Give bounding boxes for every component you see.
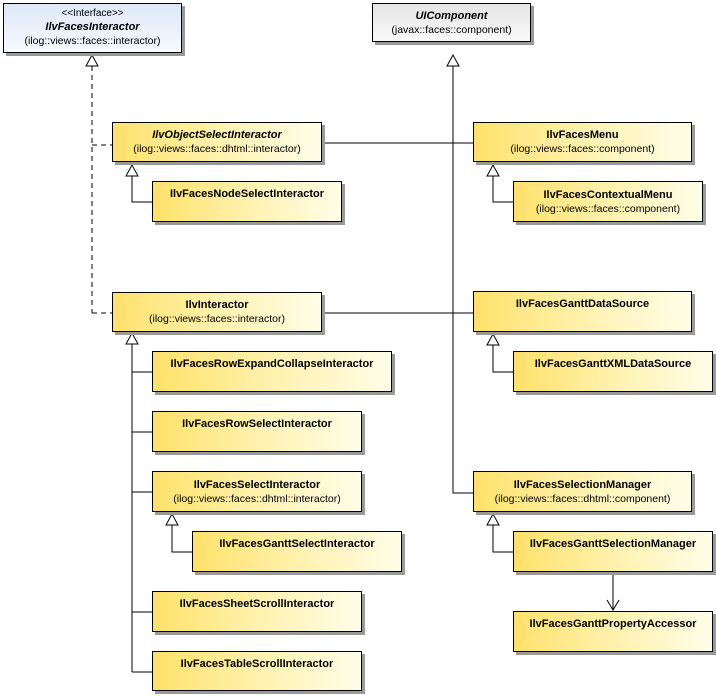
generalization-arrowhead xyxy=(486,332,500,346)
class-ilv-faces-select-interactor[interactable]: IlvFacesSelectInteractor (ilog::views::f… xyxy=(152,471,362,512)
class-ilv-faces-gantt-xml-data-source[interactable]: IlvFacesGanttXMLDataSource xyxy=(513,351,713,392)
class-name: IlvFacesMenu xyxy=(546,129,619,141)
realization-arrowhead xyxy=(85,53,99,67)
class-name: IlvFacesRowExpandCollapseInteractor xyxy=(170,358,374,370)
class-package: (ilog::views::faces::component) xyxy=(510,143,655,155)
class-ilv-faces-node-select-interactor[interactable]: IlvFacesNodeSelectInteractor xyxy=(152,181,342,222)
class-name: IlvFacesGanttPropertyAccessor xyxy=(529,618,697,630)
class-ilv-faces-sheet-scroll-interactor[interactable]: IlvFacesSheetScrollInteractor xyxy=(152,591,362,632)
class-name: IlvFacesGanttSelectionManager xyxy=(529,538,697,550)
class-ilv-faces-row-expand-collapse-interactor[interactable]: IlvFacesRowExpandCollapseInteractor xyxy=(152,351,392,392)
generalization-arrowhead xyxy=(165,512,179,526)
class-ilv-faces-gantt-property-accessor[interactable]: IlvFacesGanttPropertyAccessor xyxy=(513,611,713,652)
generalization-line xyxy=(492,525,513,553)
class-name: IlvFacesNodeSelectInteractor xyxy=(169,188,325,200)
class-package: (ilog::views::faces::dhtml::interactor) xyxy=(133,143,301,155)
class-package: (ilog::views::faces::component) xyxy=(535,202,681,215)
class-package: (ilog::views::faces::dhtml::interactor) xyxy=(173,492,341,505)
class-ilv-interactor[interactable]: IlvInteractor (ilog::views::faces::inter… xyxy=(112,292,322,332)
interface-stereotype: <<Interface>> xyxy=(61,8,124,19)
generalization-line-interactor xyxy=(131,344,152,673)
class-package: (javax::faces::component) xyxy=(391,23,512,36)
class-name: IlvFacesSelectionManager xyxy=(513,478,652,491)
class-package: (ilog::views::faces::interactor) xyxy=(24,35,161,47)
generalization-line xyxy=(492,176,513,203)
generalization-arrowhead xyxy=(486,512,500,526)
generalization-arrowhead xyxy=(125,163,139,177)
class-ilv-faces-contextual-menu[interactable]: IlvFacesContextualMenu (ilog::views::fac… xyxy=(513,181,703,222)
dependency-arrowhead xyxy=(606,599,620,611)
generalization-arrowhead xyxy=(486,163,500,177)
class-name: IlvFacesContextualMenu xyxy=(543,188,673,201)
generalization-line-uicomponent xyxy=(452,66,473,494)
class-name: IlvFacesTableScrollInteractor xyxy=(180,658,334,670)
class-name: IlvInteractor xyxy=(185,299,249,311)
class-ilv-faces-interactor[interactable]: <<Interface>> IlvFacesInteractor (ilog::… xyxy=(3,3,182,53)
class-package: (ilog::views::faces::dhtml::component) xyxy=(494,492,671,505)
class-name: IlvFacesSelectInteractor xyxy=(193,478,321,491)
generalization-line xyxy=(171,525,192,553)
class-name: IlvFacesGanttDataSource xyxy=(515,298,650,310)
class-name: IlvFacesGanttSelectInteractor xyxy=(219,538,375,550)
class-ilv-faces-gantt-select-interactor[interactable]: IlvFacesGanttSelectInteractor xyxy=(192,531,402,572)
class-name: IlvFacesRowSelectInteractor xyxy=(182,418,332,430)
class-ilv-faces-menu[interactable]: IlvFacesMenu (ilog::views::faces::compon… xyxy=(473,122,692,162)
class-name: IlvFacesGanttXMLDataSource xyxy=(534,358,692,370)
generalization-arrowhead xyxy=(125,331,139,345)
class-ilv-faces-row-select-interactor[interactable]: IlvFacesRowSelectInteractor xyxy=(152,411,362,452)
class-name: IlvFacesSheetScrollInteractor xyxy=(179,598,335,610)
class-ui-component[interactable]: UIComponent (javax::faces::component) xyxy=(372,3,531,42)
class-name: IlvFacesInteractor xyxy=(45,21,140,33)
realization-line xyxy=(91,66,112,314)
class-ilv-faces-table-scroll-interactor[interactable]: IlvFacesTableScrollInteractor xyxy=(152,651,362,691)
class-ilv-faces-selection-manager[interactable]: IlvFacesSelectionManager (ilog::views::f… xyxy=(473,471,692,512)
generalization-line xyxy=(492,345,513,373)
generalization-line xyxy=(131,176,152,203)
class-ilv-object-select-interactor[interactable]: IlvObjectSelectInteractor (ilog::views::… xyxy=(112,122,322,162)
class-ilv-faces-gantt-selection-manager[interactable]: IlvFacesGanttSelectionManager xyxy=(513,531,713,572)
class-package: (ilog::views::faces::interactor) xyxy=(149,313,285,325)
class-name: IlvObjectSelectInteractor xyxy=(152,129,282,141)
class-name: UIComponent xyxy=(415,9,488,22)
class-ilv-faces-gantt-data-source[interactable]: IlvFacesGanttDataSource xyxy=(473,291,692,332)
generalization-arrowhead xyxy=(446,53,460,67)
